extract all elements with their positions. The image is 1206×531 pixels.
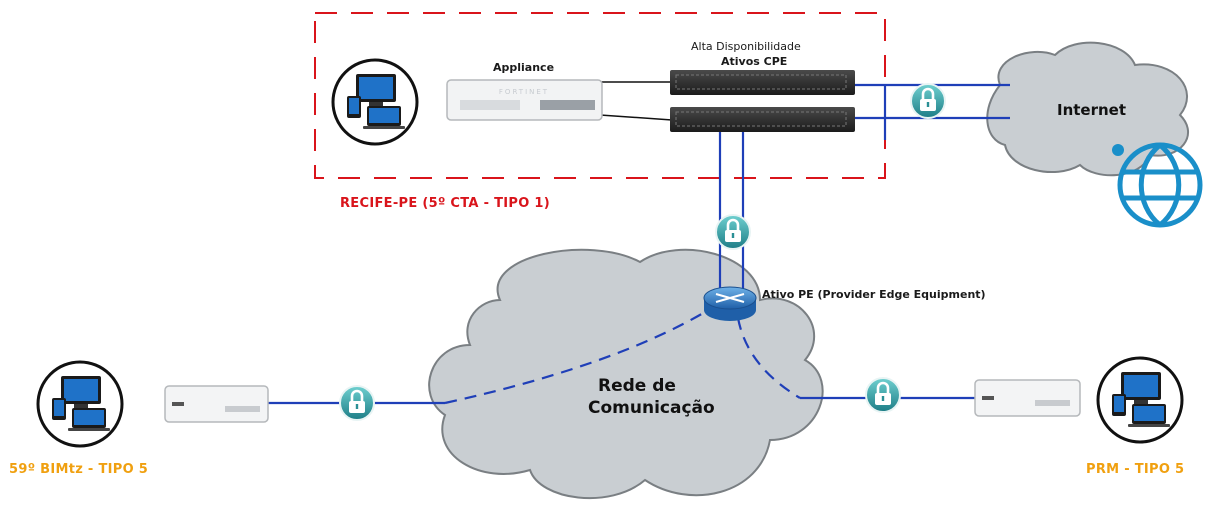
svg-text:FORTINET: FORTINET	[499, 88, 549, 96]
ha-label: Alta Disponibilidade	[691, 40, 801, 53]
router-icon	[703, 286, 757, 321]
cpe-label: Ativos CPE	[721, 55, 788, 68]
lock-icon	[338, 384, 376, 422]
globe-icon	[1112, 142, 1203, 228]
lock-icon	[909, 82, 947, 120]
devices-icon	[331, 58, 419, 146]
lock-icon	[864, 376, 902, 414]
pe-label: Ativo PE (Provider Edge Equipment)	[762, 288, 986, 301]
devices-icon	[1096, 356, 1184, 444]
fortinet-appliance-icon: FORTINET	[446, 79, 603, 121]
network-label-line2: Comunicação	[588, 398, 715, 418]
network-label-line1: Rede de	[598, 376, 676, 396]
site-59-label: 59º BIMtz - TIPO 5	[9, 462, 149, 477]
fortinet-appliance-icon	[164, 385, 269, 423]
switch-icon	[670, 107, 855, 132]
lock-icon	[714, 213, 752, 251]
fortinet-appliance-icon	[974, 379, 1081, 417]
site-prm-label: PRM - TIPO 5	[1086, 462, 1185, 477]
internet-label: Internet	[1057, 101, 1127, 119]
internet-cloud	[986, 41, 1190, 177]
site-recife-label: RECIFE-PE (5º CTA - TIPO 1)	[340, 196, 551, 211]
devices-icon	[36, 360, 124, 448]
appliance-label: Appliance	[493, 61, 555, 74]
switch-icon	[670, 70, 855, 95]
